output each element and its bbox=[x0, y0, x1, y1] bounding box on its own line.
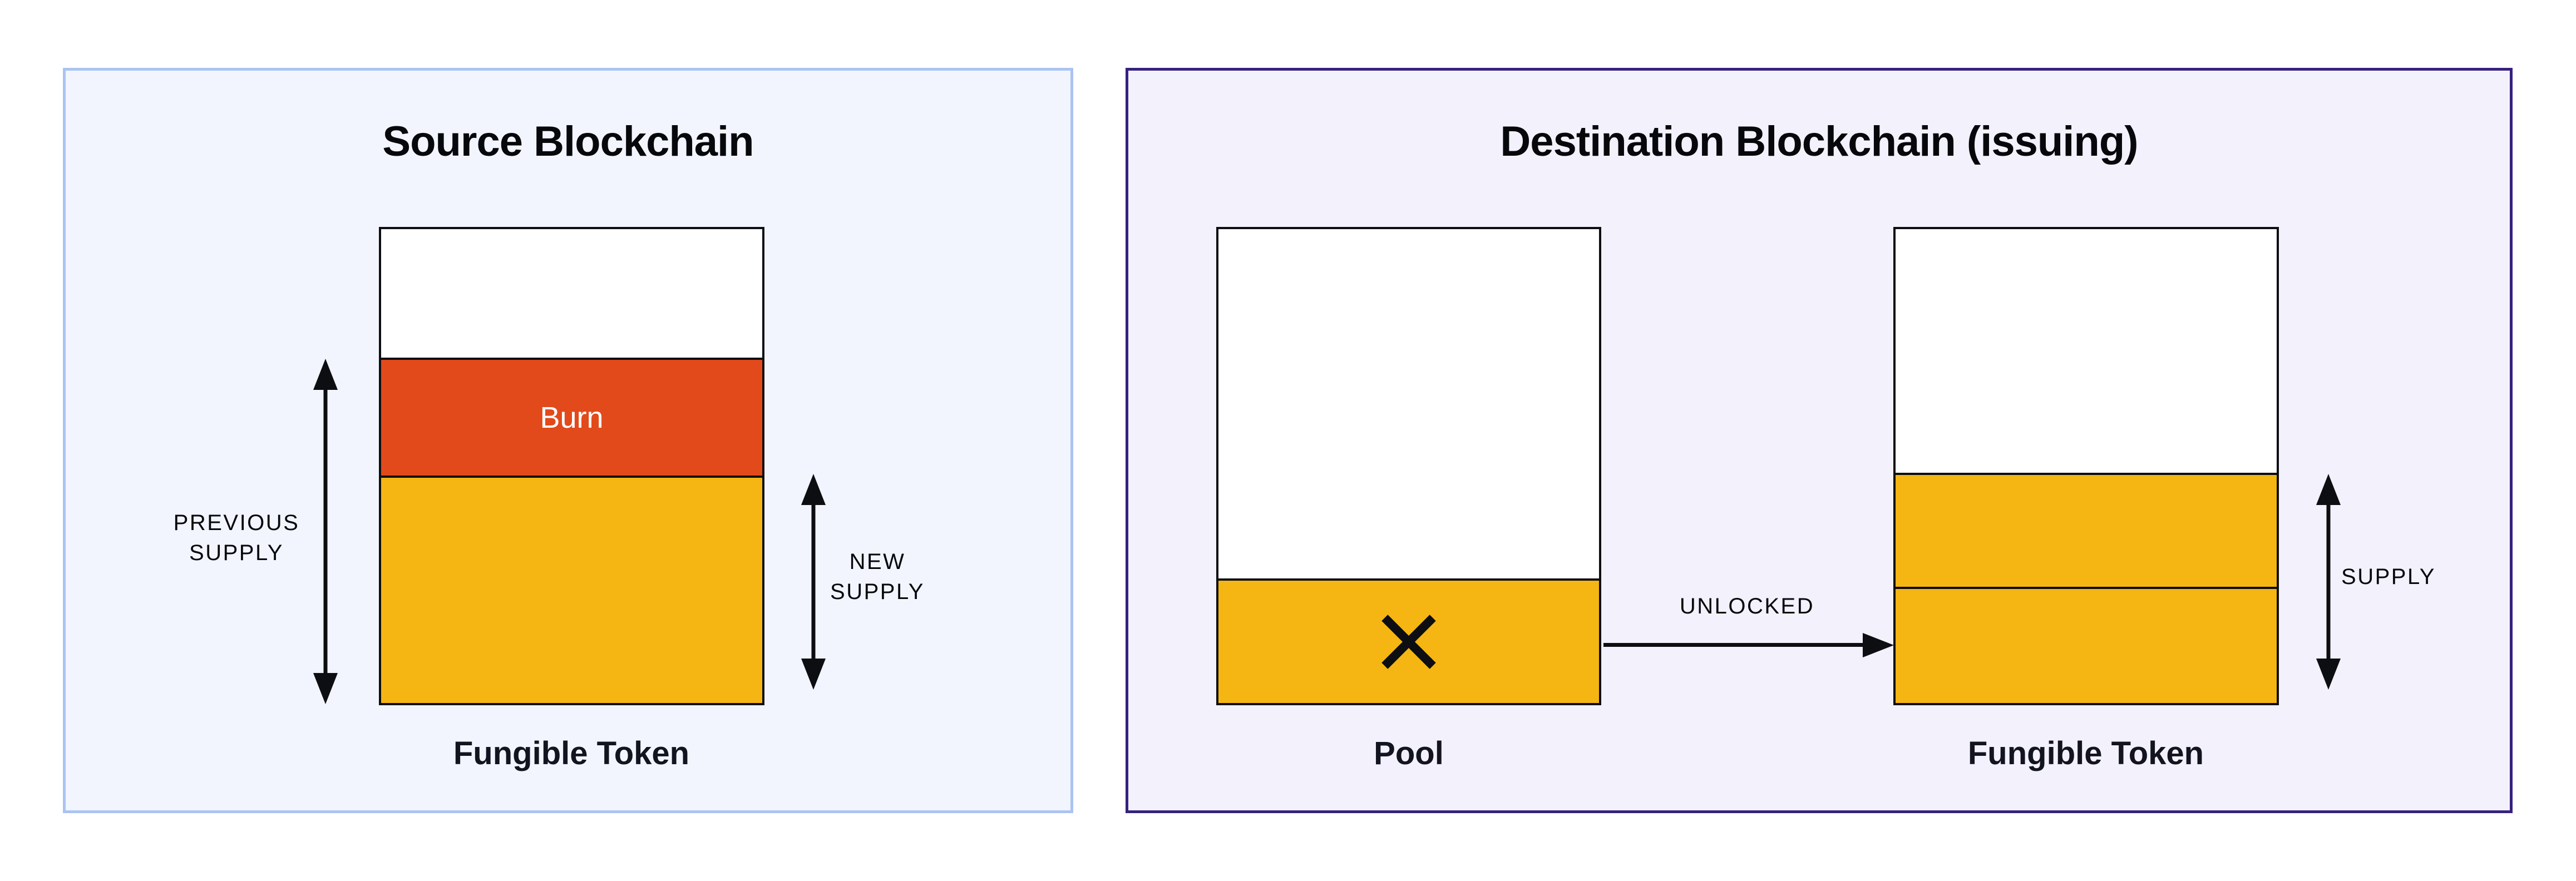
supply-arrow-icon bbox=[2316, 474, 2341, 690]
arrow-head-down bbox=[2316, 659, 2341, 690]
token-existing-supply-segment bbox=[1896, 475, 2277, 589]
new-supply-label: NEW SUPPLY bbox=[738, 547, 1016, 607]
previous-supply-arrow-icon bbox=[313, 359, 338, 704]
previous-supply-label-line1: PREVIOUS bbox=[173, 511, 300, 535]
remaining-supply-segment bbox=[381, 478, 762, 703]
unlocked-arrow-icon bbox=[1603, 643, 1865, 647]
source-panel-title: Source Blockchain bbox=[382, 118, 754, 165]
source-blockchain-panel: Source Blockchain Burn PREVIOUS SUPPLY N… bbox=[63, 68, 1073, 813]
pool-headroom-segment bbox=[1218, 229, 1599, 581]
burn-segment: Burn bbox=[381, 360, 762, 478]
unissued-headroom-segment bbox=[381, 229, 762, 360]
new-supply-label-line2: SUPPLY bbox=[830, 580, 925, 604]
x-icon bbox=[1381, 615, 1436, 669]
new-supply-arrow-icon bbox=[801, 474, 826, 690]
arrow-head-down bbox=[313, 673, 338, 704]
unlocked-arrow-head bbox=[1863, 633, 1894, 657]
previous-supply-label-line2: SUPPLY bbox=[189, 541, 284, 565]
source-token-bar: Burn bbox=[379, 227, 764, 705]
destination-panel-title: Destination Blockchain (issuing) bbox=[1500, 118, 2138, 165]
burn-segment-label: Burn bbox=[540, 401, 604, 434]
source-bar-caption: Fungible Token bbox=[453, 735, 690, 771]
new-supply-label-line1: NEW bbox=[849, 550, 906, 574]
token-headroom-segment bbox=[1896, 229, 2277, 475]
destination-blockchain-panel: Destination Blockchain (issuing) Pool UN… bbox=[1126, 68, 2513, 813]
unlocked-label: UNLOCKED bbox=[1679, 594, 1815, 618]
token-unlocked-supply-segment bbox=[1896, 589, 2277, 703]
arrow-shaft bbox=[2326, 491, 2331, 673]
arrow-shaft bbox=[811, 491, 816, 673]
supply-label: SUPPLY bbox=[2341, 565, 2436, 589]
pool-bar bbox=[1216, 227, 1601, 705]
pool-bar-caption: Pool bbox=[1374, 735, 1444, 771]
arrow-shaft bbox=[323, 375, 328, 687]
arrow-head-down bbox=[801, 659, 826, 690]
destination-token-bar bbox=[1893, 227, 2279, 705]
previous-supply-label: PREVIOUS SUPPLY bbox=[97, 508, 376, 568]
destination-bar-caption: Fungible Token bbox=[1967, 735, 2204, 771]
